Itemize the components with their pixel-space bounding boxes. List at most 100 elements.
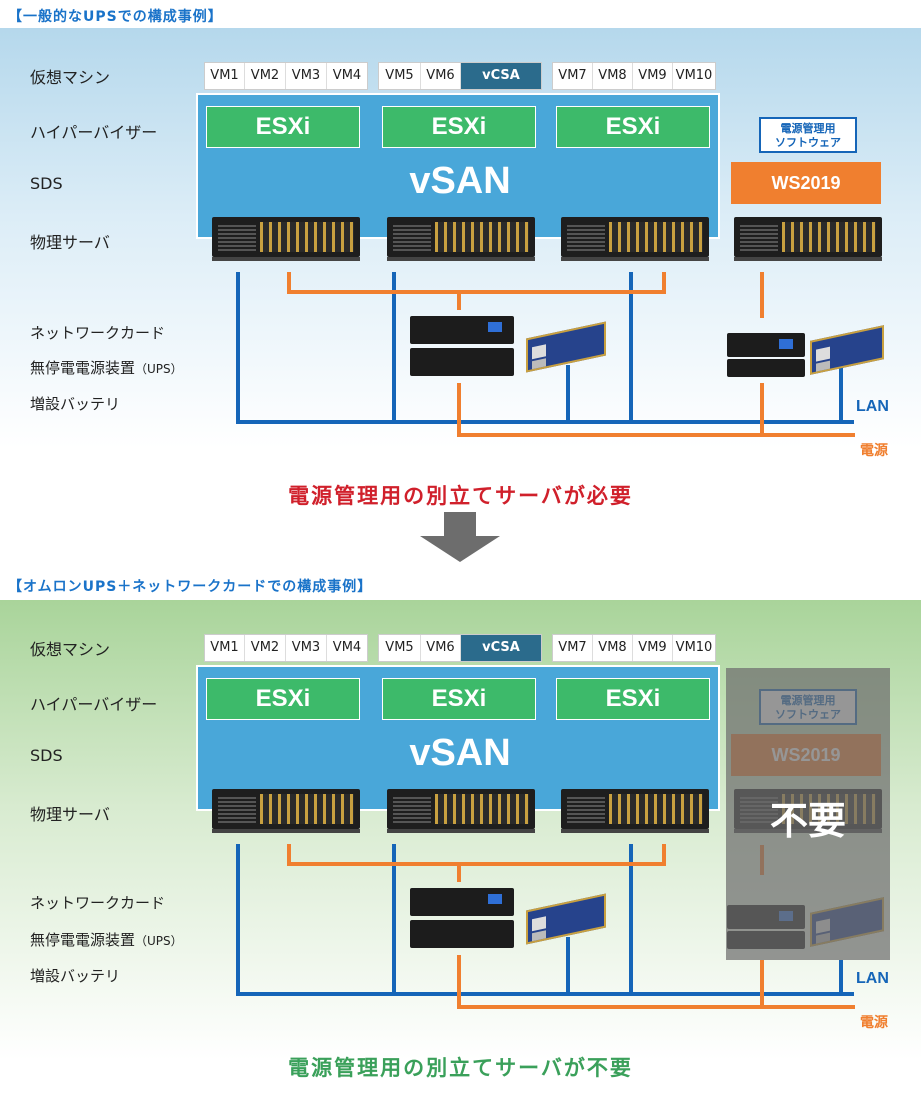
esxi-box-2: ESXi xyxy=(382,678,536,720)
top-section-title: 【一般的なUPSでの構成事例】 xyxy=(8,9,223,25)
vcsa-box: vCSA xyxy=(461,63,541,89)
vm-box: VM9 xyxy=(633,63,673,89)
power-line xyxy=(760,272,764,318)
battery-icon xyxy=(410,348,514,376)
vm-box: VM7 xyxy=(553,63,593,89)
row-label-hypervisor: ハイパーバイザー xyxy=(30,695,158,714)
server-icon xyxy=(387,789,535,833)
label-network-card: ネットワークカード xyxy=(30,324,166,342)
vm-box: VM6 xyxy=(421,635,461,661)
label-ups: 無停電電源装置（UPS） xyxy=(30,931,183,949)
esxi-box-1: ESXi xyxy=(206,106,360,148)
lan-line xyxy=(839,365,843,424)
vsan-label: vSAN xyxy=(409,732,511,774)
esxi-box-2: ESXi xyxy=(382,106,536,148)
battery-icon xyxy=(410,920,514,948)
power-line xyxy=(457,955,461,1009)
lan-line xyxy=(566,365,570,424)
vcsa-box: vCSA xyxy=(461,635,541,661)
row-label-physical: 物理サーバ xyxy=(30,805,110,824)
vm-group-2: VM5 VM6 vCSA xyxy=(378,62,542,90)
power-bus xyxy=(457,433,855,437)
vm-box: VM5 xyxy=(379,63,421,89)
vm-group-3: VM7 VM8 VM9 VM10 xyxy=(552,62,716,90)
lan-label: LAN xyxy=(856,970,889,987)
down-arrow-icon xyxy=(420,512,500,562)
battery-icon xyxy=(727,359,805,377)
vm-box: VM9 xyxy=(633,635,673,661)
lan-line xyxy=(566,937,570,996)
server-icon xyxy=(387,217,535,261)
vm-box: VM6 xyxy=(421,63,461,89)
lan-bus xyxy=(236,420,854,424)
power-mgmt-software-box: 電源管理用ソフトウェア xyxy=(759,117,857,153)
lan-line xyxy=(629,844,633,996)
esxi-box-3: ESXi xyxy=(556,678,710,720)
vm-group-1: VM1 VM2 VM3 VM4 xyxy=(204,62,368,90)
lan-line xyxy=(392,272,396,424)
vm-box: VM4 xyxy=(332,640,362,655)
vm-box: VM4 xyxy=(332,68,362,83)
ups-icon xyxy=(727,333,805,357)
lan-bus xyxy=(236,992,854,996)
power-line xyxy=(662,272,666,294)
vm-box: VM2 xyxy=(245,635,286,661)
power-label: 電源 xyxy=(860,1015,888,1031)
vm-box: VM5 xyxy=(379,635,421,661)
lan-label: LAN xyxy=(856,398,889,415)
power-line xyxy=(457,862,461,882)
power-bus xyxy=(457,1005,855,1009)
power-bus xyxy=(287,290,666,294)
not-needed-overlay xyxy=(726,668,890,960)
power-label: 電源 xyxy=(860,443,888,459)
row-label-sds: SDS xyxy=(30,746,63,765)
top-message: 電源管理用の別立てサーバが必要 xyxy=(288,484,633,508)
row-label-sds: SDS xyxy=(30,174,63,193)
vm-group-3: VM7 VM8 VM9 VM10 xyxy=(552,634,716,662)
label-battery: 増設バッテリ xyxy=(30,967,121,985)
server-icon xyxy=(212,217,360,261)
power-line xyxy=(760,960,764,1009)
bottom-section-title: 【オムロンUPS＋ネットワークカードでの構成事例】 xyxy=(8,579,373,595)
row-label-hypervisor: ハイパーバイザー xyxy=(30,123,158,142)
vsan-label: vSAN xyxy=(409,160,511,202)
label-ups: 無停電電源装置（UPS） xyxy=(30,359,183,377)
power-line xyxy=(287,844,291,866)
vm-box: VM3 xyxy=(286,635,327,661)
ups-icon xyxy=(410,316,514,344)
row-label-vm: 仮想マシン xyxy=(30,68,111,87)
lan-line xyxy=(236,844,240,996)
server-icon xyxy=(561,217,709,261)
vm-box: VM8 xyxy=(593,635,633,661)
server-icon xyxy=(212,789,360,833)
vm-group-2: VM5 VM6 vCSA xyxy=(378,634,542,662)
row-label-vm: 仮想マシン xyxy=(30,640,111,659)
vm-box: VM10 xyxy=(675,68,713,83)
power-line xyxy=(287,272,291,294)
ws2019-box: WS2019 xyxy=(731,162,881,204)
vm-box: VM8 xyxy=(593,63,633,89)
power-line xyxy=(457,383,461,437)
vm-box: VM2 xyxy=(245,63,286,89)
vm-group-1: VM1 VM2 VM3 VM4 xyxy=(204,634,368,662)
bottom-message: 電源管理用の別立てサーバが不要 xyxy=(288,1056,633,1080)
row-label-physical: 物理サーバ xyxy=(30,233,110,252)
vm-box: VM7 xyxy=(553,635,593,661)
vm-box: VM1 xyxy=(205,635,245,661)
vm-box: VM3 xyxy=(286,63,327,89)
esxi-box-1: ESXi xyxy=(206,678,360,720)
not-needed-label: 不要 xyxy=(770,799,847,843)
vm-box: VM1 xyxy=(205,63,245,89)
lan-line xyxy=(839,960,843,996)
lan-line xyxy=(236,272,240,424)
esxi-box-3: ESXi xyxy=(556,106,710,148)
power-line xyxy=(457,290,461,310)
label-battery: 増設バッテリ xyxy=(30,395,121,413)
vm-box: VM10 xyxy=(675,640,713,655)
power-line xyxy=(760,383,764,437)
mgmt-server-icon xyxy=(734,217,882,261)
power-bus xyxy=(287,862,666,866)
server-icon xyxy=(561,789,709,833)
lan-line xyxy=(392,844,396,996)
lan-line xyxy=(629,272,633,424)
